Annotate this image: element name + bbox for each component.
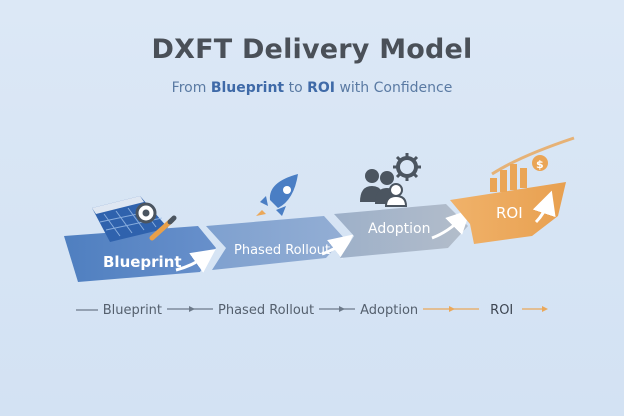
stage-phased-rollout-shape	[206, 216, 344, 270]
people-gear-icon	[360, 153, 421, 207]
rocket-icon	[256, 174, 298, 216]
flow-item-roi: ROI	[490, 303, 514, 318]
flow-lead-line-icon	[75, 303, 98, 318]
stage-roi-arrow-icon	[532, 190, 556, 224]
stage-blueprint: Blueprint	[64, 196, 216, 282]
flow-item-phased-rollout: Phased Rollout	[218, 303, 315, 318]
flow-trail-arrow-icon	[522, 303, 549, 318]
stage-blueprint-arrow-icon	[175, 249, 216, 273]
flow-item-blueprint: Blueprint	[102, 303, 163, 318]
subtitle-highlight-roi: ROI	[307, 80, 335, 96]
bar-chart-dollar-icon: $	[490, 136, 575, 192]
stage-adoption: Adoption	[334, 153, 471, 258]
stage-blueprint-label: Blueprint	[103, 253, 182, 271]
stage-roi-label: ROI	[496, 204, 523, 222]
flow-legend: Blueprint Phased Rollout Adoption ROI	[0, 303, 624, 318]
diagram-subtitle: From Blueprint to ROI with Confidence	[0, 80, 624, 96]
diagram-title: DXFT Delivery Model	[151, 34, 473, 65]
subtitle-highlight-blueprint: Blueprint	[210, 80, 285, 96]
flow-arrow-icon	[167, 303, 214, 318]
dollar-sign-glyph: $	[536, 158, 544, 171]
flow-arrow-orange-icon	[423, 303, 480, 318]
flow-arrow-icon	[319, 303, 356, 318]
subtitle-prefix: From	[171, 80, 211, 96]
stage-phased-rollout-label: Phased Rollout	[234, 243, 330, 258]
stage-phased-rollout-arrow-icon	[321, 234, 354, 259]
blueprint-gear-pencil-icon	[92, 196, 177, 242]
stage-adoption-shape	[334, 204, 468, 258]
subtitle-middle: to	[284, 80, 308, 96]
stage-roi: ROI $	[450, 136, 575, 244]
subtitle-suffix: with Confidence	[335, 80, 453, 96]
flow-item-adoption: Adoption	[360, 303, 419, 318]
stage-phased-rollout: Phased Rollout	[206, 174, 354, 270]
stage-adoption-arrow-icon	[431, 209, 471, 240]
stage-adoption-label: Adoption	[368, 221, 431, 237]
